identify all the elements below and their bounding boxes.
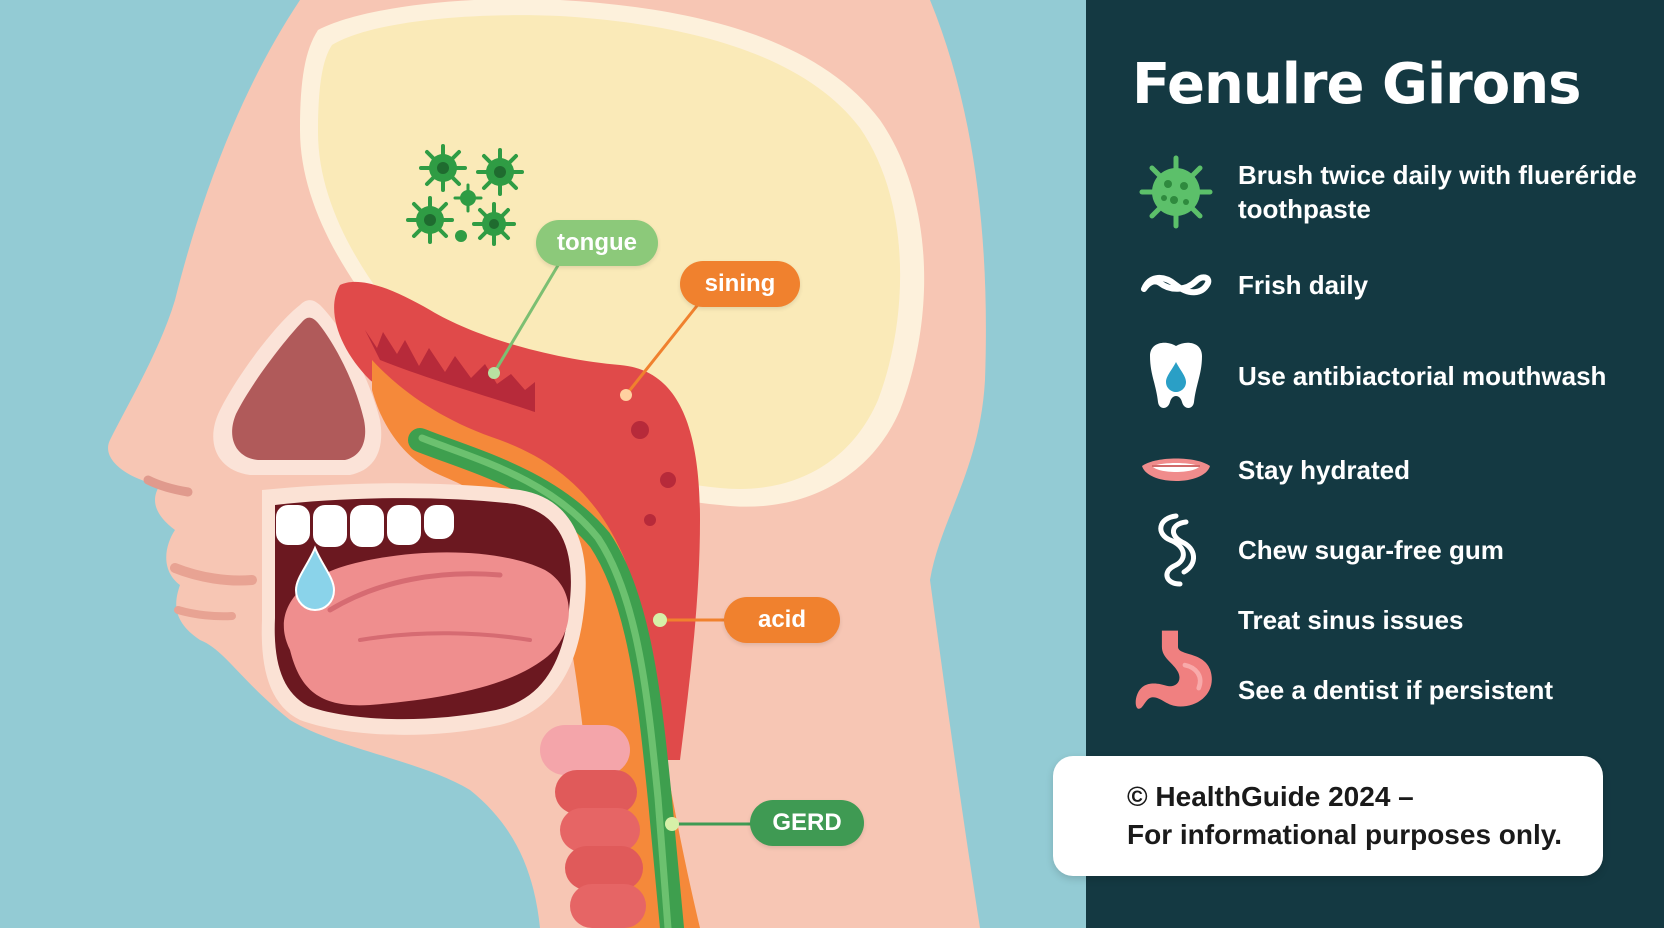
tip-item: Stay hydrated: [1136, 430, 1656, 510]
callout-gerd: GERD: [750, 800, 864, 846]
panel-title: Fenulre Girons: [1132, 52, 1581, 117]
tip-item: Treat sinus issues: [1136, 580, 1656, 660]
bacteria-cluster: [406, 144, 524, 246]
tip-text: Treat sinus issues: [1238, 605, 1464, 635]
nasal-cavity: [232, 317, 366, 460]
tip-text: Brush twice daily with flueréride toothp…: [1238, 160, 1637, 224]
disclaimer-line: For informational purposes only.: [1127, 819, 1563, 850]
bacteria-dot: [455, 230, 467, 242]
nostril-line: [143, 475, 193, 497]
bacteria-icon: [1139, 155, 1213, 229]
tip-text: Chew sugar-free gum: [1238, 535, 1504, 565]
tip-item: See a dentist if persistent: [1135, 620, 1656, 720]
callout-sining: sining: [680, 261, 800, 307]
gum-icon: [1158, 513, 1196, 587]
gerd-marker-dot: [665, 817, 679, 831]
throat-spot: [631, 421, 649, 439]
tooth-drop-icon: [1150, 342, 1202, 408]
trachea: [540, 725, 646, 928]
bacteria-icon: [476, 148, 524, 196]
tip-item: Use antibiactorial mouthwash: [1136, 336, 1656, 416]
saliva-drop-icon: [294, 545, 336, 612]
upper-lip-line: [170, 563, 257, 586]
lower-lip-line: [174, 606, 236, 621]
tip-item: Chew sugar-free gum: [1136, 510, 1656, 590]
esophagus-green-highlight: [418, 434, 672, 928]
throat-spot: [660, 472, 676, 488]
copyright-line: © HealthGuide 2024 –: [1127, 781, 1414, 812]
throat-ripples: [365, 330, 535, 412]
callout-tongue: tongue: [536, 220, 658, 266]
tip-text: See a dentist if persistent: [1238, 675, 1553, 705]
tongue-groove: [327, 571, 503, 613]
acid-marker-dot: [653, 613, 667, 627]
tongue-groove: [358, 631, 532, 642]
bacteria-icon: [453, 183, 483, 213]
callout-leaders: [492, 261, 752, 826]
bacteria-icon: [419, 144, 467, 192]
teeth: [276, 505, 454, 547]
floss-icon: [1141, 274, 1212, 296]
throat-spot: [644, 514, 656, 526]
mouth-icon: [1142, 458, 1210, 481]
sining-marker-dot: [620, 389, 632, 401]
tip-item: Brush twice daily with flueréride toothp…: [1136, 152, 1656, 232]
tongue-marker-dot: [488, 367, 500, 379]
copyright-card: © HealthGuide 2024 – For informational p…: [1053, 756, 1603, 876]
tip-text: Stay hydrated: [1238, 455, 1410, 485]
tongue: [283, 552, 569, 706]
callout-acid: acid: [724, 597, 840, 643]
head-anatomy-illustration: [108, 0, 986, 928]
tip-item: Frish daily: [1136, 245, 1656, 325]
bacteria-icon: [406, 196, 454, 244]
stomach-icon: [1135, 630, 1212, 709]
bacteria-icon: [472, 202, 516, 246]
tip-text: Use antibiactorial mouthwash: [1238, 361, 1607, 391]
tip-text: Frish daily: [1238, 270, 1369, 300]
